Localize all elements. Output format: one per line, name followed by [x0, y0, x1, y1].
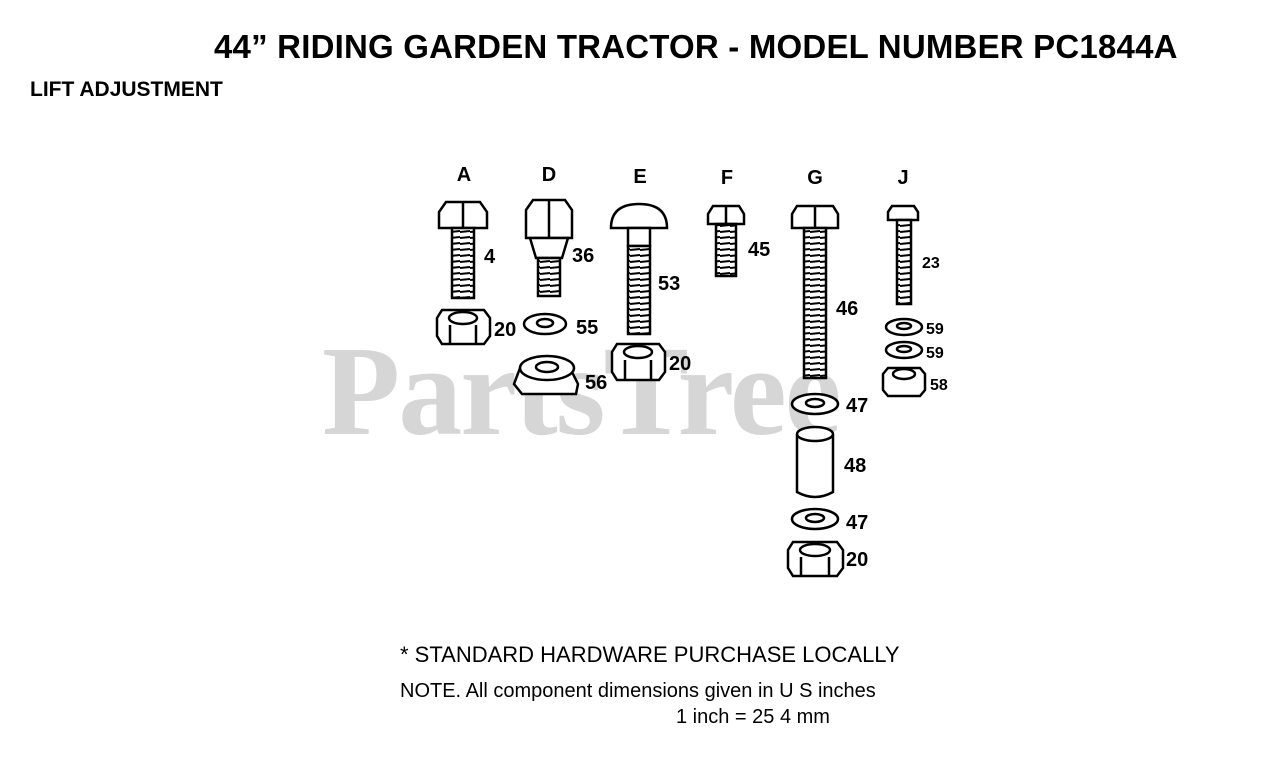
- column-label-j: J: [897, 167, 908, 189]
- callout-g-washer-bottom: 47: [846, 512, 868, 534]
- callout-e-bolt: 53: [658, 273, 680, 295]
- hex-nut-e: [610, 342, 667, 382]
- hex-nut-j: [881, 366, 927, 398]
- spacer-g: [795, 425, 835, 499]
- column-label-g: G: [807, 167, 823, 189]
- lock-washer-j-1: [884, 317, 924, 337]
- carriage-bolt-e: [609, 202, 669, 336]
- thin-bolt-j: [886, 204, 920, 306]
- callout-f-bolt: 45: [748, 239, 770, 261]
- column-label-e: E: [633, 166, 646, 188]
- conversion-note: 1 inch = 25 4 mm: [676, 706, 830, 728]
- column-label-f: F: [721, 167, 733, 189]
- callout-j-washer-1: 59: [926, 321, 944, 338]
- flange-nut-d: [512, 354, 580, 396]
- section-title: LIFT ADJUSTMENT: [30, 78, 223, 101]
- column-label-a: A: [457, 164, 471, 186]
- dimensions-note: NOTE. All component dimensions given in …: [400, 680, 876, 702]
- hex-bolt-a: [437, 200, 489, 300]
- callout-j-nut: 58: [930, 377, 948, 394]
- callout-j-washer-2: 59: [926, 345, 944, 362]
- flat-washer-g-bottom: [790, 507, 840, 531]
- hex-nut-g: [786, 540, 845, 578]
- callout-g-bolt: 46: [836, 298, 858, 320]
- long-bolt-g: [790, 204, 840, 380]
- callout-a-nut: 20: [494, 319, 516, 341]
- flange-bolt-f: [706, 204, 746, 278]
- callout-d-nut: 56: [585, 372, 607, 394]
- callout-g-washer-top: 47: [846, 395, 868, 417]
- shoulder-bolt-d: [524, 198, 574, 298]
- callout-g-nut: 20: [846, 549, 868, 571]
- callout-g-spacer: 48: [844, 455, 866, 477]
- callout-d-bolt: 36: [572, 245, 594, 267]
- flat-washer-g-top: [790, 392, 840, 416]
- callout-d-washer: 55: [576, 317, 598, 339]
- callout-j-bolt: 23: [922, 255, 940, 272]
- standard-hardware-note: * STANDARD HARDWARE PURCHASE LOCALLY: [400, 642, 900, 667]
- callout-e-nut: 20: [669, 353, 691, 375]
- hex-nut-a: [435, 308, 492, 346]
- column-label-d: D: [542, 164, 556, 186]
- watermark: PartsTree: [322, 320, 841, 462]
- lock-washer-j-2: [884, 340, 924, 360]
- washer-d: [522, 312, 568, 336]
- page-title: 44” RIDING GARDEN TRACTOR - MODEL NUMBER…: [214, 28, 1178, 65]
- callout-a-bolt: 4: [484, 246, 496, 268]
